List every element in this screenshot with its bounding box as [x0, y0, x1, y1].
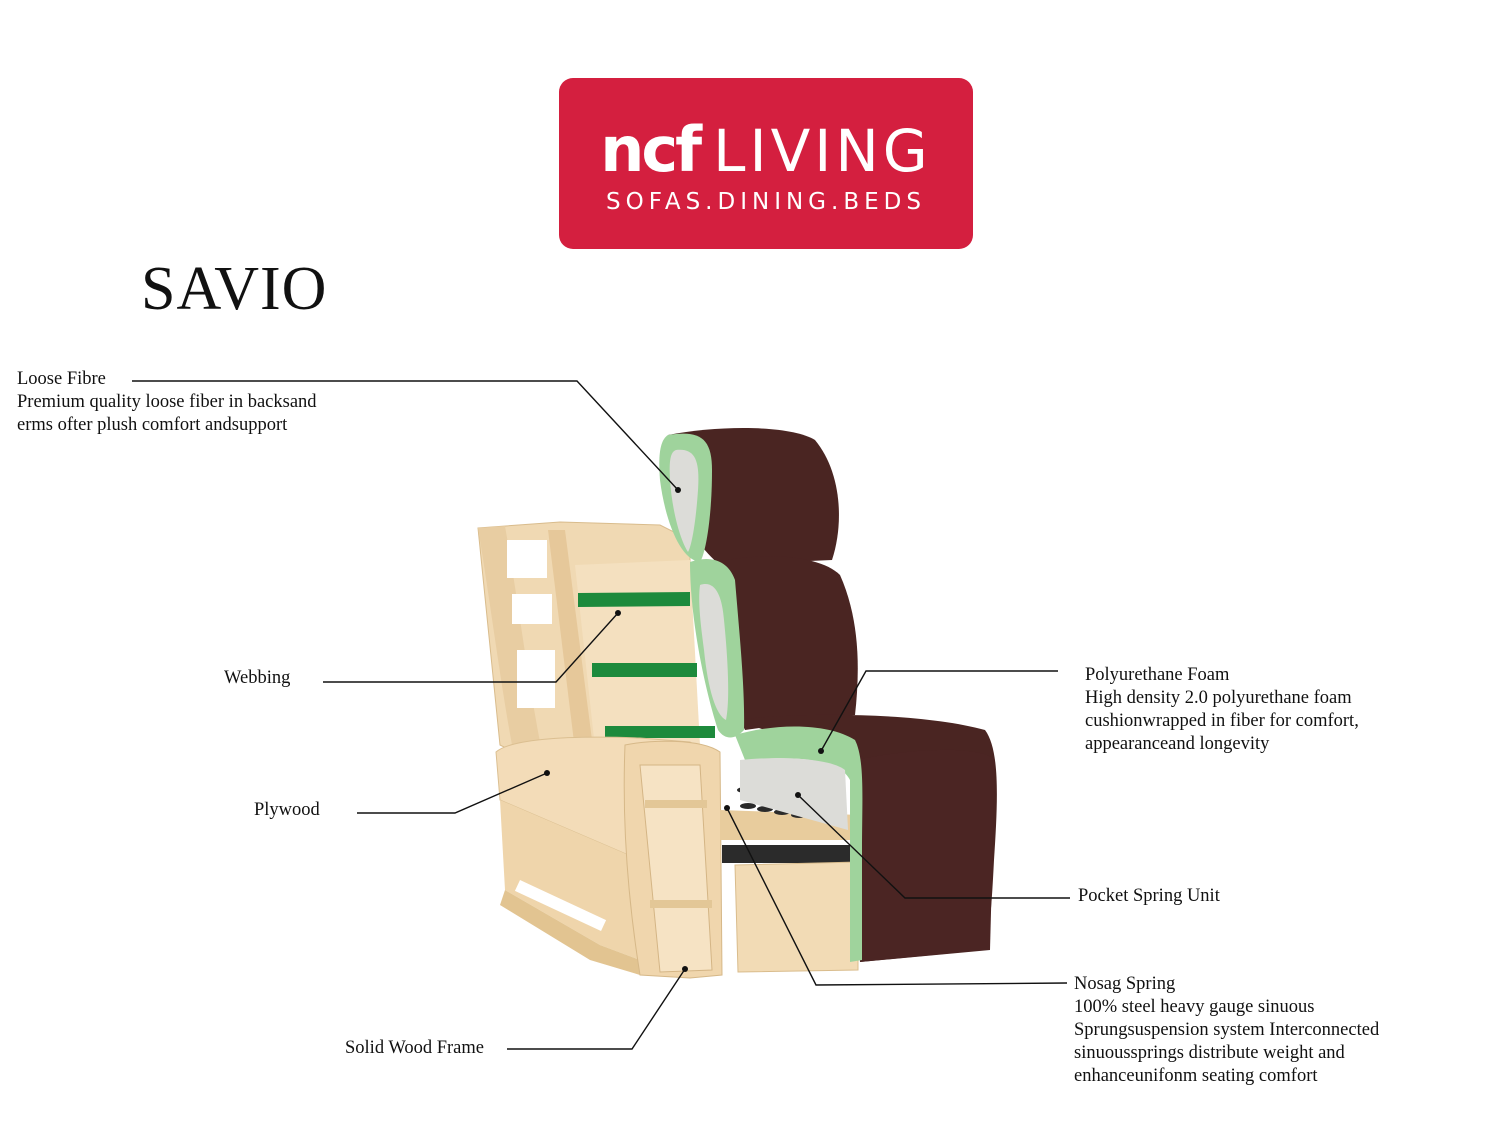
- leader-plywood: [357, 772, 548, 814]
- product-title: SAVIO: [141, 255, 328, 323]
- callout-webbing: Webbing: [224, 667, 290, 690]
- callout-description-line: 100% steel heavy gauge sinuous: [1074, 997, 1315, 1017]
- leader-solid-wood-frame: [507, 968, 686, 1050]
- solid-wood-frame-illustration: [477, 521, 862, 979]
- anchor-dots: [544, 487, 824, 972]
- brand-tagline: SOFAS.DINING.BEDS: [606, 188, 926, 215]
- callout-description-line: appearanceand longevity: [1085, 734, 1270, 754]
- leader-polyurethane-foam: [820, 670, 1058, 752]
- callout-title: Nosag Spring: [1074, 974, 1176, 994]
- brand-name-suffix: LIVING: [713, 116, 932, 185]
- callout-title: Loose Fibre: [17, 369, 106, 389]
- callout-solid-wood-frame: Solid Wood Frame: [345, 1037, 484, 1060]
- callout-description-line: High density 2.0 polyurethane foam: [1085, 688, 1352, 708]
- leader-loose-fibre: [132, 380, 679, 491]
- callout-polyurethane-foam: Polyurethane Foam High density 2.0 polyu…: [1085, 664, 1359, 756]
- callout-loose-fibre: Loose Fibre Premium quality loose fiber …: [17, 368, 317, 437]
- leader-webbing: [323, 612, 619, 683]
- callout-description-line: Premium quality loose fiber in backsand: [17, 392, 317, 412]
- callout-plywood: Plywood: [254, 799, 320, 822]
- callout-nosag-spring: Nosag Spring 100% steel heavy gauge sinu…: [1074, 973, 1379, 1088]
- callout-description-line: Sprungsuspension system Interconnected: [1074, 1020, 1380, 1040]
- leader-lines: [132, 380, 1070, 1050]
- callout-title: Solid Wood Frame: [345, 1038, 484, 1058]
- leader-pocket-spring-unit: [797, 794, 1070, 899]
- callout-description-line: sinuoussprings distribute weight and: [1074, 1043, 1345, 1063]
- brand-name-prefix: ncf: [600, 112, 702, 186]
- brand-name: ncf LIVING: [600, 112, 932, 186]
- callout-title: Pocket Spring Unit: [1078, 886, 1220, 906]
- callout-description-line: cushionwrapped in fiber for comfort,: [1085, 711, 1359, 731]
- upholstery-illustration: [659, 428, 997, 962]
- callout-title: Plywood: [254, 800, 320, 820]
- callout-title: Polyurethane Foam: [1085, 665, 1230, 685]
- brand-logo: ncf LIVING SOFAS.DINING.BEDS: [559, 78, 973, 249]
- callout-title: Webbing: [224, 668, 291, 688]
- callout-pocket-spring-unit: Pocket Spring Unit: [1078, 885, 1220, 908]
- callout-description-line: erms ofter plush comfort andsupport: [17, 415, 288, 435]
- leader-nosag-spring: [726, 807, 1068, 986]
- callout-description-line: enhanceunifonm seating comfort: [1074, 1066, 1318, 1086]
